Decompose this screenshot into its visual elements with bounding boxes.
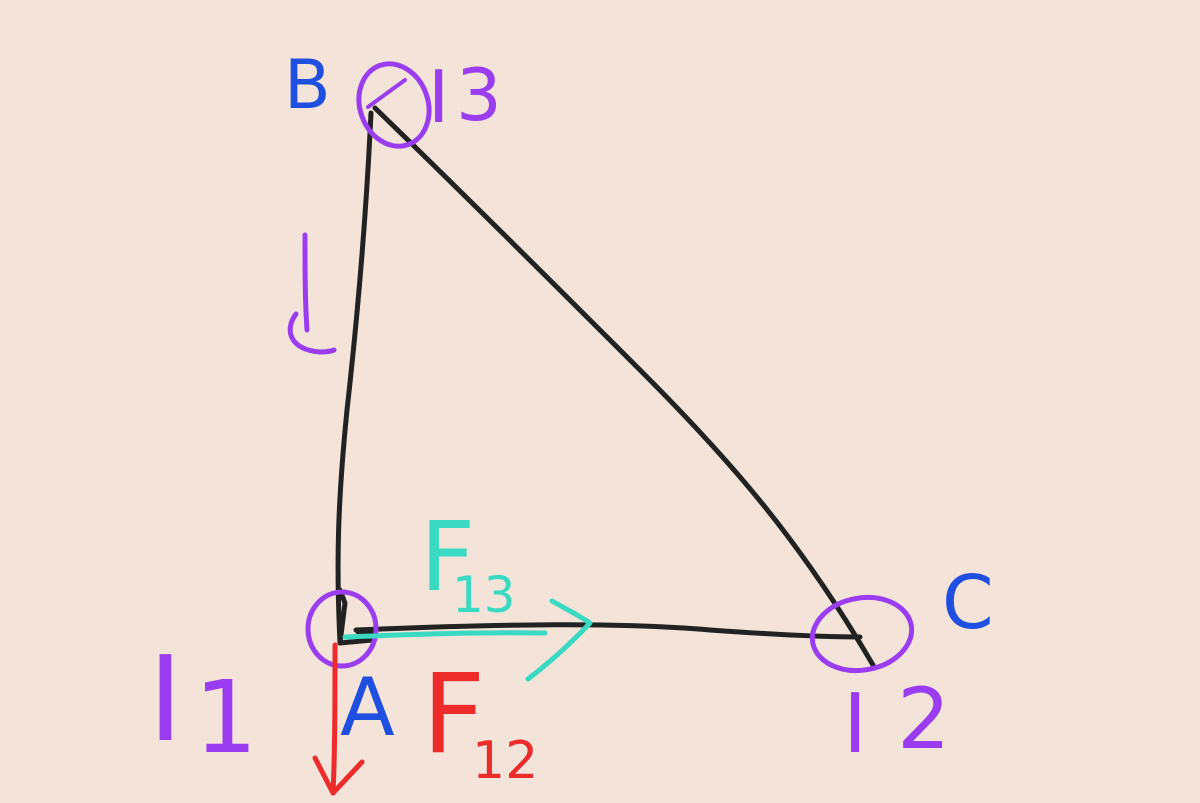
current-marker-b	[356, 61, 432, 149]
force-f13-arrowhead	[525, 598, 593, 682]
current-i1-symbol: I	[148, 630, 183, 768]
current-i1-index: 1	[194, 659, 258, 776]
vertex-label-a: A	[340, 661, 395, 754]
force-f12-symbol: F	[422, 650, 485, 778]
force-f12-arrow	[330, 642, 338, 796]
force-f13-symbol: F	[420, 501, 475, 613]
force-f12-arrowhead	[312, 755, 365, 796]
side-bc	[372, 105, 876, 668]
current-i2-symbol: I	[843, 677, 867, 772]
current-i2-index: 2	[897, 670, 950, 768]
force-f12-index: 12	[472, 731, 538, 791]
force-f13-arrow	[342, 630, 548, 640]
current-label-i2: I 2	[843, 670, 950, 772]
vertex-label-b: B	[284, 46, 331, 125]
force-label-f12: F 12	[422, 650, 538, 791]
current-label-i1: I 1	[148, 630, 258, 776]
current-marker-a	[305, 589, 379, 669]
current-marker-c	[809, 594, 915, 674]
current-label-i3: I 3	[428, 53, 502, 139]
corner-a-mark	[337, 587, 375, 646]
force-f13-index: 13	[452, 566, 516, 624]
current-direction-arrow	[287, 232, 337, 355]
current-i3-symbol: I	[428, 55, 449, 139]
current-i3-index: 3	[456, 53, 502, 137]
vertex-label-c: C	[942, 560, 994, 646]
side-ab	[335, 110, 374, 646]
current-marker-b-cross	[366, 78, 407, 109]
force-label-f13: F 13	[420, 501, 516, 624]
side-ac	[353, 622, 863, 640]
